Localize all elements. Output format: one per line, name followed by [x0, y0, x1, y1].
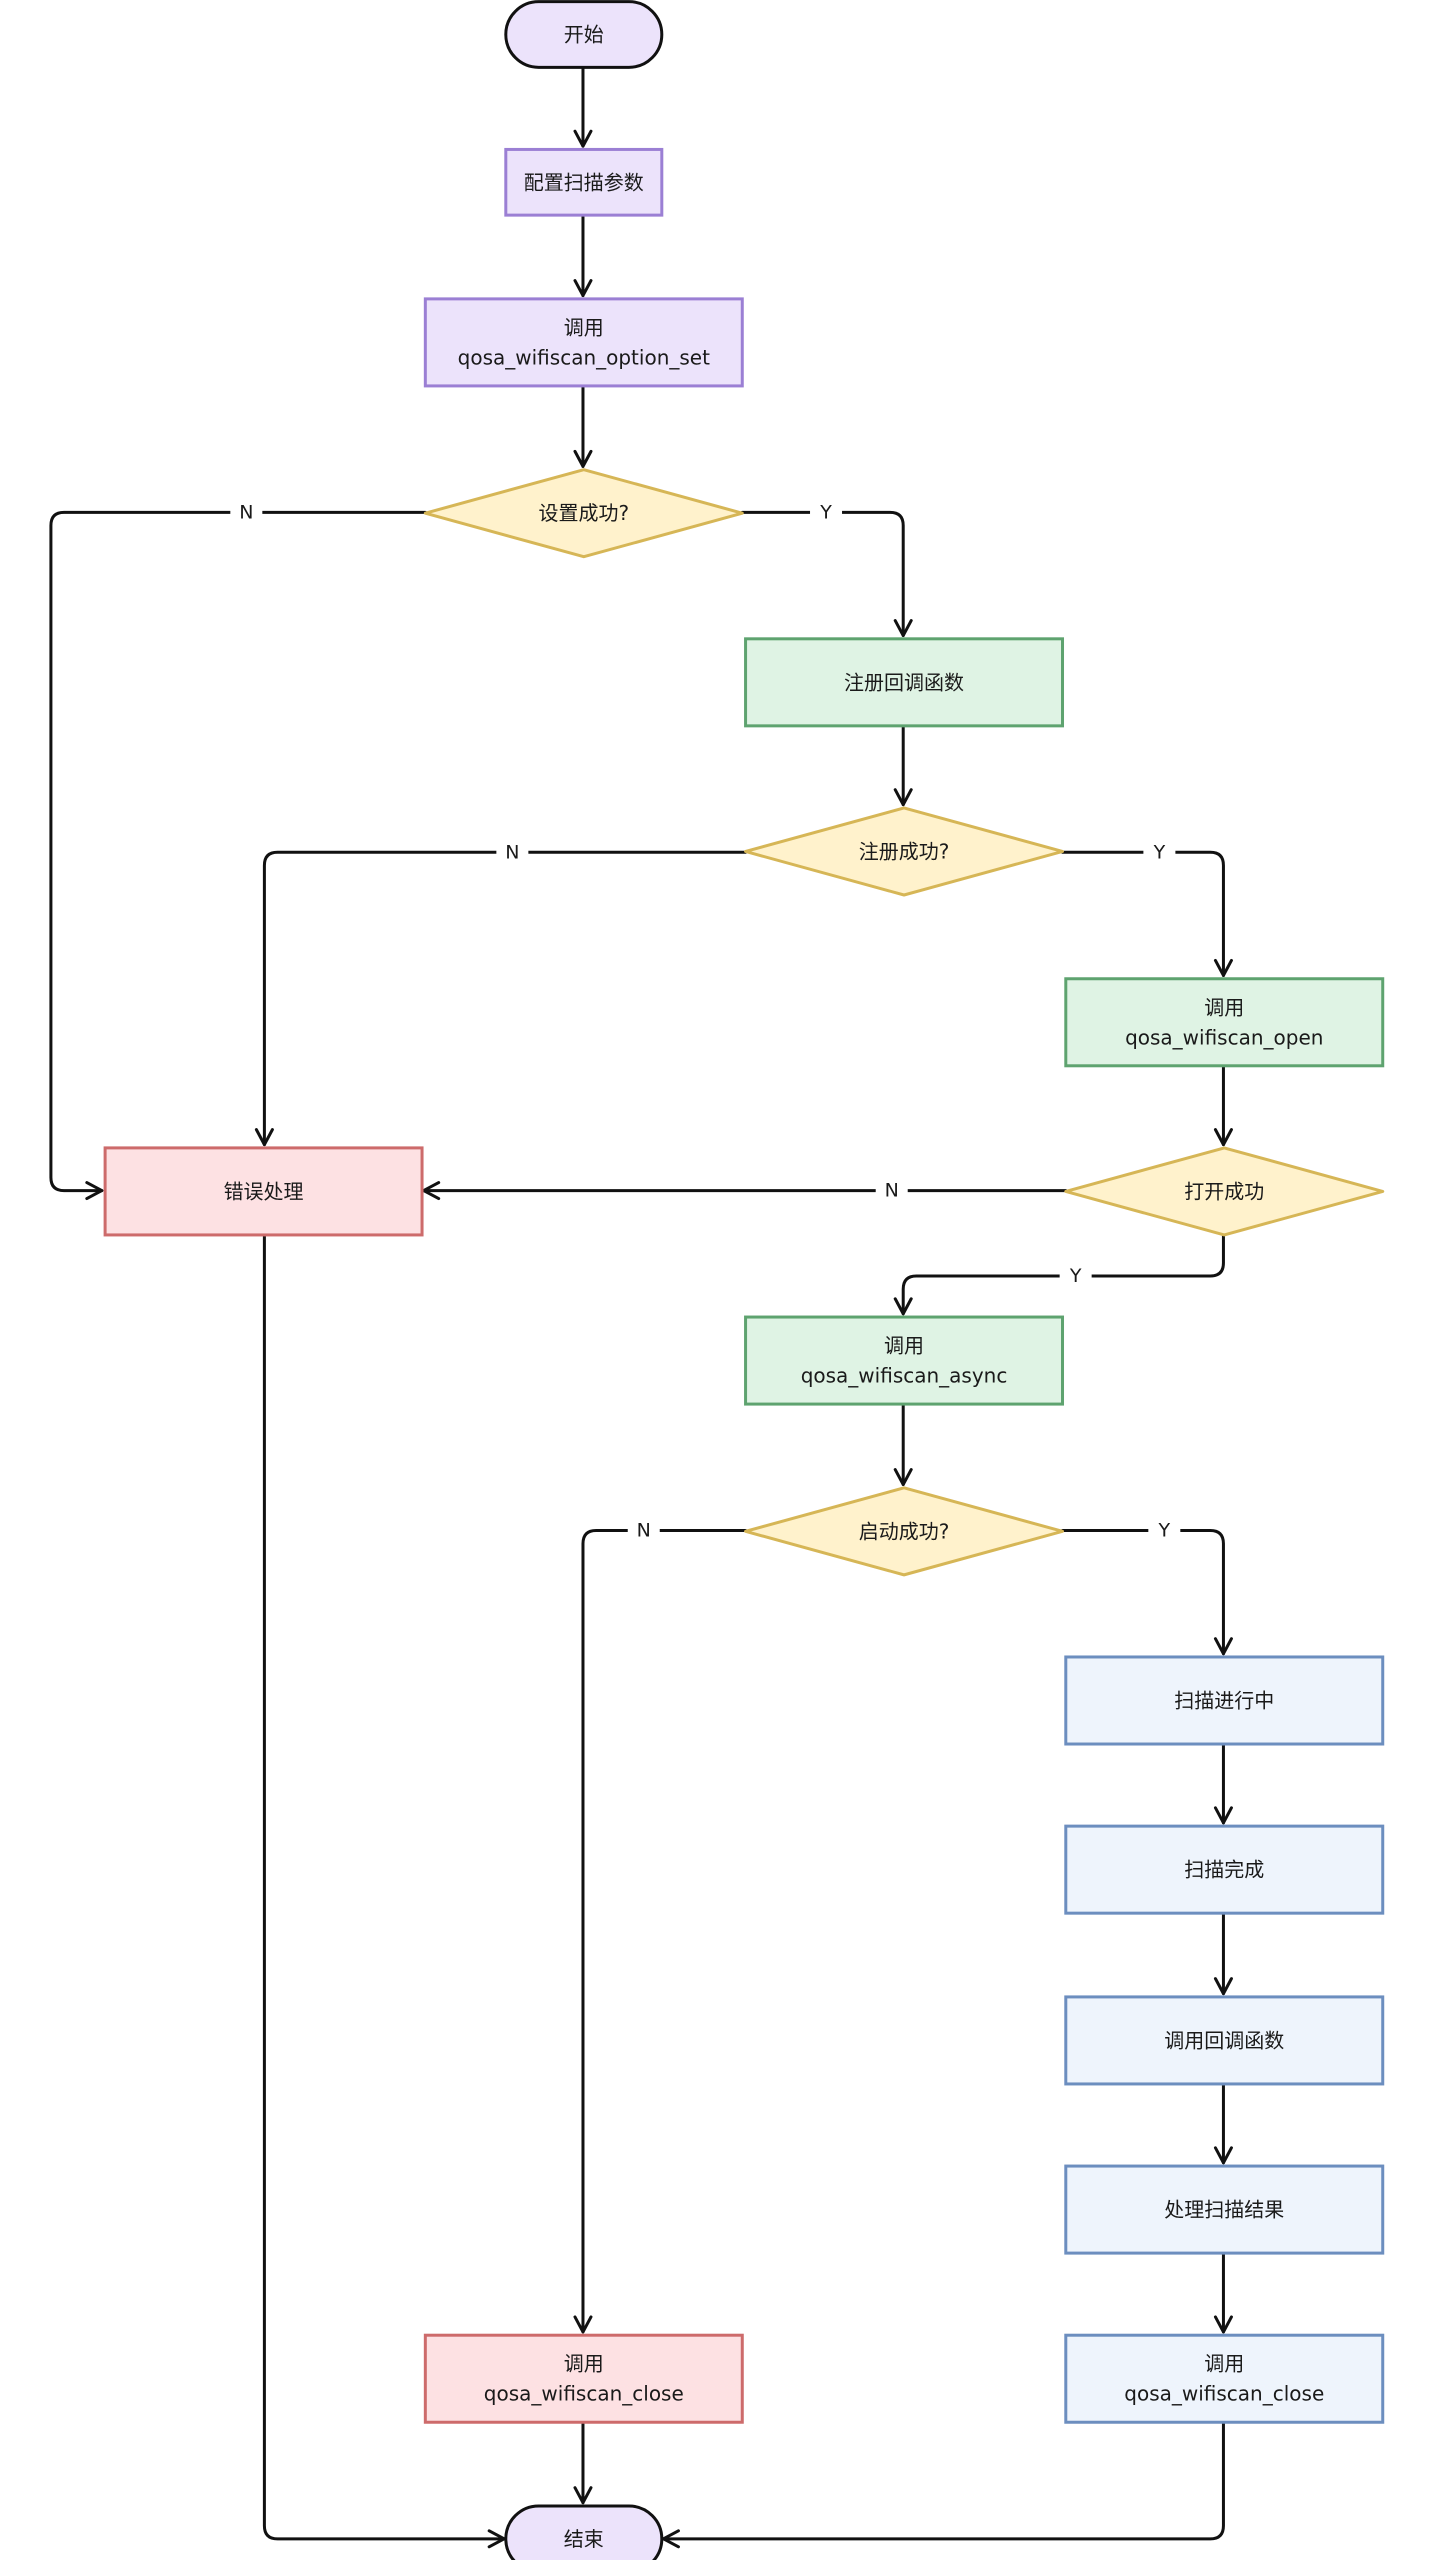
node-text: 调用 — [564, 2352, 604, 2376]
edge-label-register-yes: Y — [1143, 838, 1176, 867]
node-text: 设置成功? — [538, 501, 629, 525]
edge-start-no-to-close — [573, 1529, 748, 2334]
node-call-async: 调用 qosa_wifiscan_async — [744, 1315, 1065, 1406]
node-text: 处理扫描结果 — [1164, 2198, 1284, 2222]
edge-label-text: Y — [1158, 1520, 1171, 1542]
decision-shape — [423, 468, 744, 559]
edge-label-set-no: N — [230, 498, 263, 527]
node-text: 注册成功? — [859, 839, 950, 863]
node-scan-done: 扫描完成 — [1064, 1824, 1385, 1915]
node-text: 扫描进行中 — [1174, 1689, 1274, 1713]
edge-register-no-to-error — [254, 850, 748, 1147]
node-error-handling: 错误处理 — [103, 1146, 424, 1237]
edge-label-text: Y — [819, 501, 832, 523]
node-text: 结束 — [564, 2527, 604, 2551]
edge-set-yes-to-register — [740, 510, 913, 638]
node-call-close-ok: 调用 qosa_wifiscan_close — [1064, 2333, 1385, 2424]
node-text: 调用 — [1204, 995, 1244, 1019]
node-text: qosa_wifiscan_close — [484, 2382, 684, 2406]
edge-label-background — [1148, 1516, 1181, 1545]
node-register-ok: 注册成功? — [744, 806, 1065, 897]
edge-start-yes-to-scanning — [1061, 1529, 1233, 1656]
node-config-params: 配置扫描参数 — [504, 147, 664, 217]
process-shape — [1064, 977, 1385, 1068]
process-shape — [1064, 2333, 1385, 2424]
edge-label-open-yes: Y — [1059, 1261, 1092, 1290]
edge-register-yes-to-open — [1061, 850, 1233, 977]
node-text: qosa_wifiscan_async — [801, 1364, 1008, 1388]
node-set-ok: 设置成功? — [423, 468, 744, 559]
decision-shape — [744, 1486, 1065, 1577]
node-text: 调用 — [884, 1334, 924, 1358]
process-shape — [103, 1146, 424, 1237]
node-text: 调用回调函数 — [1164, 2028, 1284, 2052]
node-end: 结束 — [504, 2504, 664, 2560]
decision-shape — [1064, 1146, 1385, 1237]
edge-label-text: N — [505, 841, 519, 863]
edge-label-text: N — [885, 1180, 899, 1202]
terminal-shape — [504, 0, 664, 69]
node-call-callback: 调用回调函数 — [1064, 1995, 1385, 2086]
edge-label-start-no: N — [627, 1516, 660, 1545]
node-start: 开始 — [504, 0, 664, 69]
process-shape — [744, 637, 1065, 728]
node-call-open: 调用 qosa_wifiscan_open — [1064, 977, 1385, 1068]
edge-label-background — [496, 838, 529, 867]
edge-label-background — [627, 1516, 660, 1545]
edge-label-background — [230, 498, 263, 527]
node-open-ok: 打开成功 — [1064, 1146, 1385, 1237]
node-call-close-error: 调用 qosa_wifiscan_close — [423, 2333, 744, 2424]
process-shape — [1064, 1824, 1385, 1915]
edge-label-open-no: N — [875, 1176, 908, 1205]
node-text: 启动成功? — [859, 1519, 950, 1543]
node-text: 开始 — [564, 22, 604, 46]
edge-error-to-end — [262, 1235, 506, 2549]
process-shape — [1064, 1995, 1385, 2086]
edge-set-no-to-error — [49, 510, 427, 1201]
node-text: 扫描完成 — [1184, 1858, 1264, 1882]
edge-label-text: Y — [1153, 841, 1166, 863]
edge-label-set-yes: Y — [810, 498, 843, 527]
node-scanning: 扫描进行中 — [1064, 1655, 1385, 1746]
node-text: 调用 — [1204, 2352, 1244, 2376]
node-text: 调用 — [564, 315, 604, 339]
node-text: 注册回调函数 — [844, 670, 964, 694]
node-call-option-set: 调用 qosa_wifiscan_option_set — [423, 297, 744, 388]
process-shape — [1064, 1655, 1385, 1746]
terminal-shape — [504, 2504, 664, 2560]
edge-label-start-yes: Y — [1148, 1516, 1181, 1545]
node-text: qosa_wifiscan_close — [1124, 2382, 1324, 2406]
node-text: 配置扫描参数 — [524, 170, 644, 194]
node-start-ok: 启动成功? — [744, 1486, 1065, 1577]
node-text: 错误处理 — [224, 1179, 304, 1203]
edge-label-text: N — [239, 501, 253, 523]
process-shape — [423, 297, 744, 388]
edge-label-text: N — [637, 1520, 651, 1542]
edge-label-text: Y — [1069, 1265, 1082, 1287]
edge-label-background — [1143, 838, 1176, 867]
edge-label-background — [1059, 1261, 1092, 1290]
node-text: qosa_wifiscan_open — [1125, 1025, 1323, 1049]
process-shape — [1064, 2164, 1385, 2255]
edge-close-ok-to-end — [661, 2422, 1225, 2549]
node-text: qosa_wifiscan_option_set — [458, 345, 710, 369]
node-register-cb: 注册回调函数 — [744, 637, 1065, 728]
process-shape — [504, 147, 664, 217]
edge-label-background — [875, 1176, 908, 1205]
edge-label-background — [810, 498, 843, 527]
decision-shape — [744, 806, 1065, 897]
process-shape — [744, 1315, 1065, 1406]
node-process-results: 处理扫描结果 — [1064, 2164, 1385, 2255]
node-text: 打开成功 — [1184, 1179, 1264, 1203]
edge-label-register-no: N — [496, 838, 529, 867]
process-shape — [423, 2333, 744, 2424]
